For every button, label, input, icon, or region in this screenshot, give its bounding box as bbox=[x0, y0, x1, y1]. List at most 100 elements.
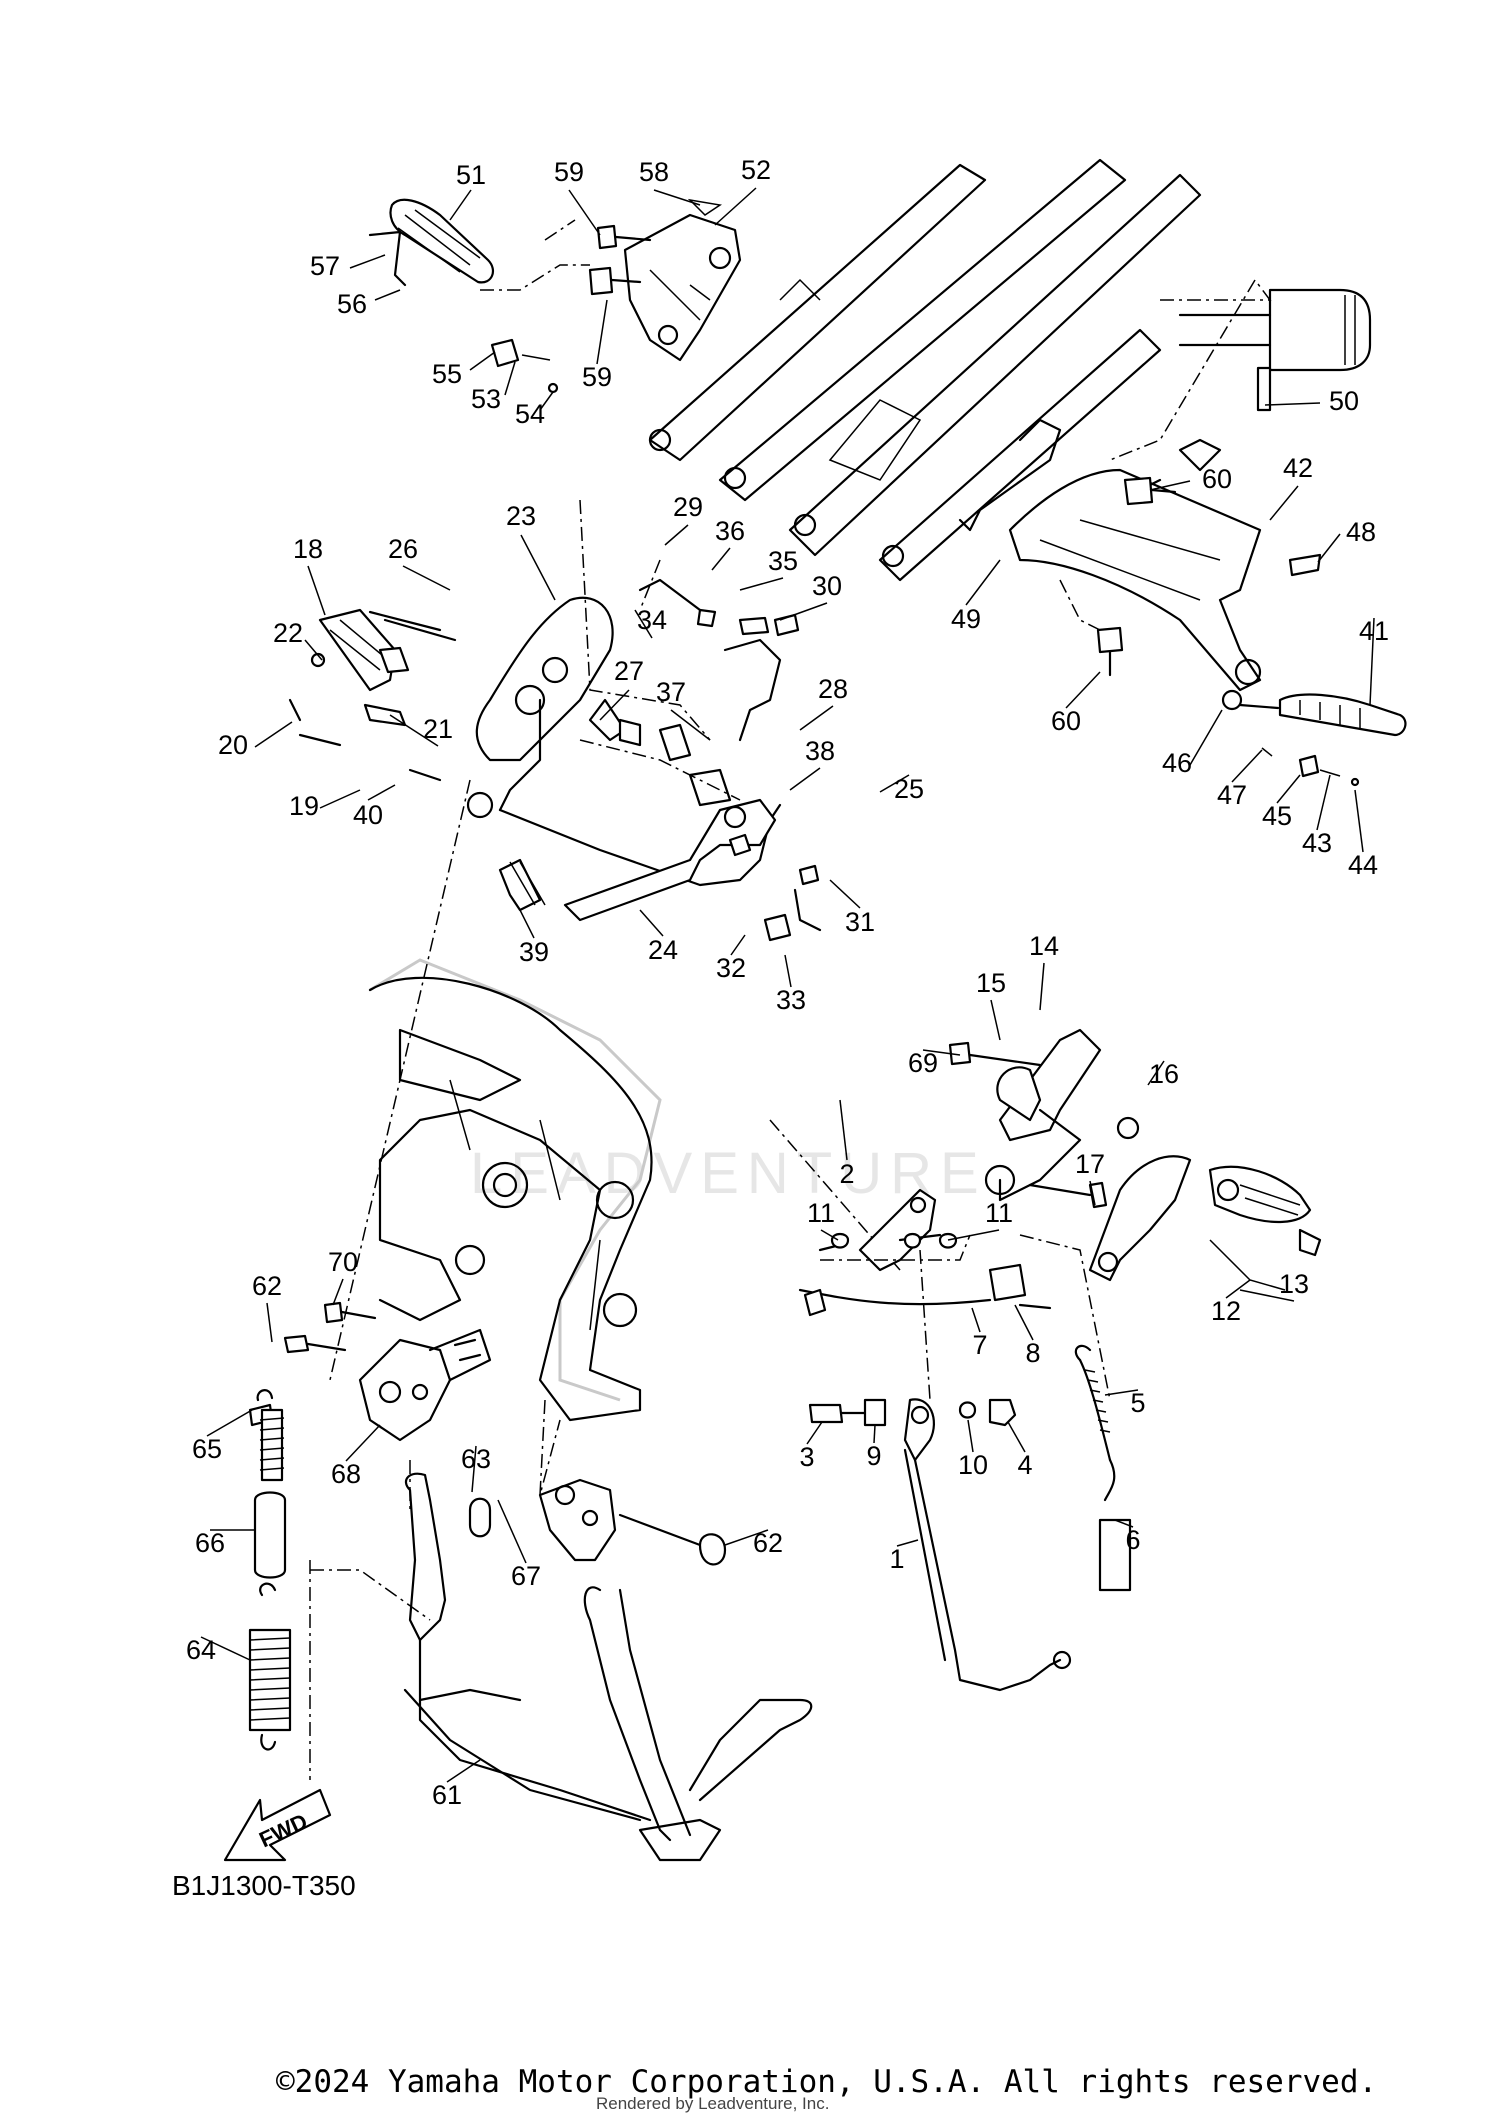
callout-number: 58 bbox=[639, 157, 669, 187]
callout-number: 16 bbox=[1149, 1059, 1179, 1089]
callout-number: 50 bbox=[1329, 386, 1359, 416]
diagram-code: B1J1300-T350 bbox=[172, 1870, 356, 1901]
callout-number: 70 bbox=[328, 1247, 358, 1277]
callout-leader-line bbox=[634, 609, 653, 639]
callout-leader-line bbox=[873, 1424, 876, 1444]
callout-number: 66 bbox=[195, 1528, 225, 1558]
callout-number: 45 bbox=[1262, 801, 1292, 831]
callout-leader-line bbox=[779, 602, 828, 621]
callout-leader-line bbox=[1065, 671, 1101, 709]
callout-number: 2 bbox=[839, 1159, 854, 1189]
sidestand-assembly bbox=[798, 1188, 1132, 1692]
callout-leader-line bbox=[519, 909, 535, 939]
callout-leader-line bbox=[784, 954, 792, 988]
callout-number: 21 bbox=[423, 714, 453, 744]
callout-leader-line bbox=[469, 351, 496, 371]
callout-number: 36 bbox=[715, 516, 745, 546]
rendered-by-notice: Rendered by Leadventure, Inc. bbox=[596, 2094, 830, 2113]
callout-leader-line bbox=[596, 299, 608, 365]
callout-leader-line bbox=[599, 689, 630, 721]
callout-numbers: 51 59 58 52 57 56 55 53 54 59 50 23 29 3… bbox=[186, 155, 1389, 1810]
callout-number: 63 bbox=[461, 1444, 491, 1474]
callout-leader-line bbox=[670, 709, 711, 741]
callout-leader-line bbox=[896, 1539, 919, 1547]
callout-leader-line bbox=[389, 714, 439, 747]
callout-leader-line bbox=[307, 565, 326, 616]
callout-number: 19 bbox=[289, 791, 319, 821]
callout-number: 53 bbox=[471, 384, 501, 414]
callout-leader-line bbox=[1369, 617, 1375, 706]
callout-leader-line bbox=[254, 721, 293, 748]
centerstand-assembly bbox=[248, 1301, 813, 1862]
callout-leader-line bbox=[446, 1759, 481, 1783]
callout-number: 6 bbox=[1125, 1525, 1140, 1555]
callout-number: 35 bbox=[768, 546, 798, 576]
callout-number: 57 bbox=[310, 251, 340, 281]
callout-leader-line bbox=[829, 879, 861, 909]
callout-leader-line bbox=[730, 934, 746, 956]
callout-leader-line bbox=[1149, 480, 1191, 491]
callout-number: 69 bbox=[908, 1048, 938, 1078]
callout-number: 42 bbox=[1283, 453, 1313, 483]
callout-number: 1 bbox=[889, 1544, 904, 1574]
callout-number: 37 bbox=[656, 677, 686, 707]
callout-number: 11 bbox=[807, 1198, 835, 1228]
callout-leader-line bbox=[806, 1421, 823, 1445]
callout-number: 33 bbox=[776, 985, 806, 1015]
callout-leader-line bbox=[266, 1302, 273, 1343]
callout-leader-line bbox=[304, 639, 323, 661]
callout-leader-line bbox=[568, 189, 601, 236]
callout-number: 20 bbox=[218, 730, 248, 760]
callout-leader-line bbox=[1317, 533, 1341, 563]
callout-leader-line bbox=[1269, 485, 1299, 521]
callout-number: 59 bbox=[582, 362, 612, 392]
callout-leader-line bbox=[789, 767, 821, 791]
callout-leaders bbox=[200, 187, 1375, 1783]
callout-leader-line bbox=[1189, 709, 1223, 766]
callout-leader-line bbox=[345, 1424, 381, 1462]
callout-number: 49 bbox=[951, 604, 981, 634]
callout-leader-line bbox=[1231, 749, 1263, 783]
callout-leader-line bbox=[1104, 1389, 1139, 1396]
callout-number: 54 bbox=[515, 399, 545, 429]
callout-number: 47 bbox=[1217, 780, 1247, 810]
callout-leader-line bbox=[799, 705, 834, 731]
callout-number: 52 bbox=[741, 155, 771, 185]
callout-leader-line bbox=[1239, 1289, 1295, 1302]
callout-leader-line bbox=[1014, 1304, 1034, 1341]
callout-leader-line bbox=[402, 565, 451, 591]
callout-leader-line bbox=[1089, 1180, 1096, 1206]
callout-number: 62 bbox=[252, 1271, 282, 1301]
callout-number: 29 bbox=[673, 492, 703, 522]
callout-number: 32 bbox=[716, 953, 746, 983]
callout-number: 7 bbox=[972, 1330, 987, 1360]
main-frame-drawing bbox=[368, 958, 662, 1422]
callout-leader-line bbox=[367, 784, 396, 801]
callout-leader-line bbox=[664, 524, 689, 546]
callout-leader-line bbox=[539, 391, 554, 411]
callout-number: 24 bbox=[648, 935, 678, 965]
callout-number: 15 bbox=[976, 968, 1006, 998]
callout-number: 22 bbox=[273, 618, 303, 648]
callout-number: 60 bbox=[1202, 464, 1232, 494]
rear-frame-drawing bbox=[648, 158, 1202, 582]
callout-leader-line bbox=[319, 789, 361, 809]
callout-number: 43 bbox=[1302, 828, 1332, 858]
callout-leader-line bbox=[839, 1099, 848, 1161]
callout-number: 56 bbox=[337, 289, 367, 319]
callout-number: 59 bbox=[554, 157, 584, 187]
callout-leader-line bbox=[714, 187, 757, 226]
callout-number: 48 bbox=[1346, 517, 1376, 547]
callout-number: 5 bbox=[1130, 1388, 1145, 1418]
callout-number: 3 bbox=[799, 1442, 814, 1472]
rear-footrest-assembly-right bbox=[958, 278, 1407, 787]
callout-number: 9 bbox=[866, 1441, 881, 1471]
callout-leader-line bbox=[1264, 402, 1321, 406]
callout-number: 12 bbox=[1211, 1296, 1241, 1326]
callout-number: 38 bbox=[805, 736, 835, 766]
callout-number: 4 bbox=[1017, 1450, 1032, 1480]
callout-leader-line bbox=[724, 1529, 769, 1546]
callout-number: 23 bbox=[506, 501, 536, 531]
callout-leader-line bbox=[349, 254, 386, 269]
callout-leader-line bbox=[739, 577, 784, 591]
